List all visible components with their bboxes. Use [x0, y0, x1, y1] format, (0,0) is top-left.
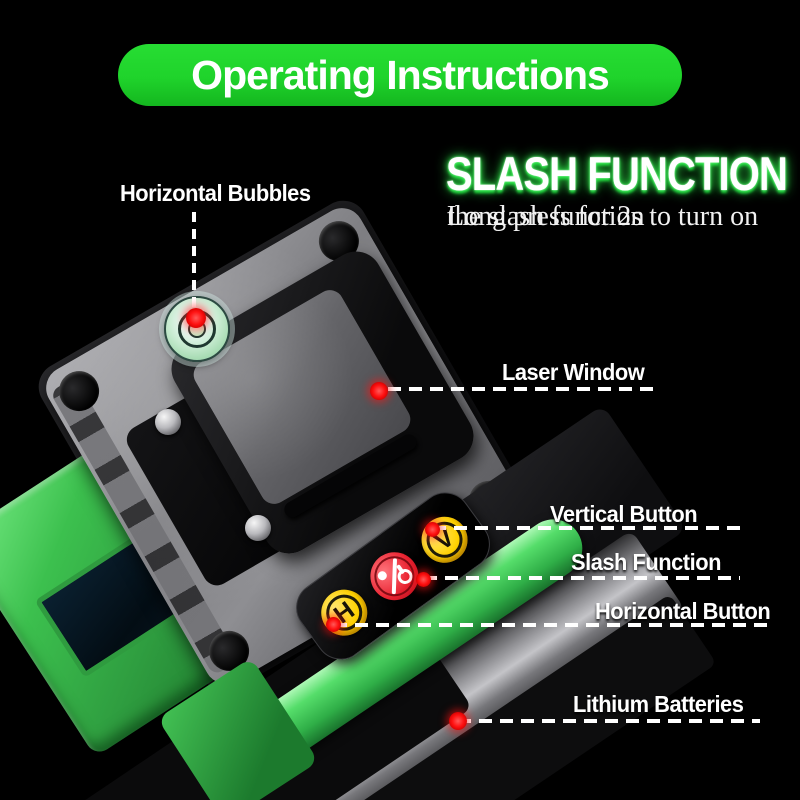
callout-label-lithium-batteries: Lithium Batteries — [573, 691, 744, 717]
callout-label-laser-window: Laser Window — [502, 359, 645, 385]
callout-label-vertical-button: Vertical Button — [550, 501, 698, 527]
callout-label-slash-function: Slash Function — [571, 549, 721, 575]
description-line-1: Long press for 2s to turn on — [447, 201, 759, 232]
horizontal-button: H — [312, 580, 377, 645]
phillips-screw — [245, 515, 271, 541]
vertical-button-label: V — [429, 523, 460, 556]
callout-label-horizontal-button: Horizontal Button — [595, 598, 771, 624]
phillips-screw — [155, 409, 181, 435]
callout-leader-line — [192, 212, 196, 308]
operating-instructions-banner: Operating Instructions — [118, 44, 682, 106]
power-slash-icon — [376, 569, 389, 583]
callout-leader-line — [458, 719, 760, 723]
callout-label-horizontal-bubbles: Horizontal Bubbles — [120, 180, 311, 206]
callout-pointer-dot — [416, 572, 431, 587]
callout-pointer-dot — [449, 712, 467, 730]
callout-pointer-dot — [425, 522, 440, 537]
callout-leader-line — [433, 526, 742, 530]
callout-leader-line — [334, 623, 774, 627]
callout-pointer-dot — [370, 382, 388, 400]
description-line-2: the slash function — [447, 201, 645, 232]
callout-pointer-dot — [326, 617, 341, 632]
power-slash-icon — [395, 564, 406, 575]
vertical-button: V — [412, 507, 477, 572]
bubble-level — [164, 296, 230, 362]
power-slash-icon — [391, 558, 398, 595]
callout-leader-line — [388, 387, 660, 391]
callout-leader-line — [424, 576, 740, 580]
banner-title: Operating Instructions — [191, 52, 610, 98]
slash-function-heading: SLASH FUNCTION — [446, 147, 788, 200]
horizontal-button-label: H — [328, 595, 360, 629]
power-slash-icon — [394, 566, 416, 587]
callout-pointer-dot — [186, 308, 206, 328]
